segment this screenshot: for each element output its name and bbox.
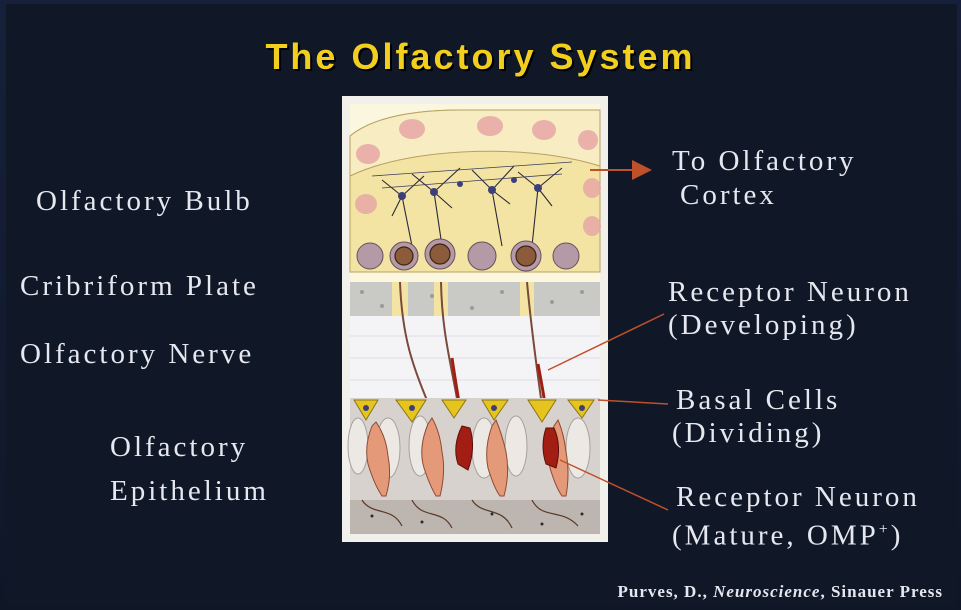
- label-olfactory-epithelium-2: Epithelium: [110, 476, 269, 507]
- label-olfactory-epithelium-1: Olfactory: [110, 432, 248, 463]
- label-olfactory-nerve: Olfactory Nerve: [20, 339, 254, 370]
- label-to-cortex-2: Cortex: [680, 180, 777, 211]
- label-cribriform-plate: Cribriform Plate: [20, 271, 259, 302]
- label-basal-cells-2: (Dividing): [672, 418, 824, 449]
- label-olfactory-bulb: Olfactory Bulb: [36, 186, 253, 217]
- label-basal-cells-1: Basal Cells: [676, 385, 840, 416]
- label-receptor-mature-2: (Mature, OMP+): [672, 514, 903, 552]
- citation-credit: Purves, D., Neuroscience, Sinauer Press: [618, 582, 943, 602]
- label-to-cortex-1: To Olfactory: [672, 146, 857, 177]
- label-receptor-developing-2: (Developing): [668, 310, 859, 341]
- label-receptor-developing-1: Receptor Neuron: [668, 277, 912, 308]
- label-receptor-mature-1: Receptor Neuron: [676, 482, 920, 513]
- slide-title: The Olfactory System: [0, 36, 961, 78]
- olfactory-diagram: [342, 96, 608, 542]
